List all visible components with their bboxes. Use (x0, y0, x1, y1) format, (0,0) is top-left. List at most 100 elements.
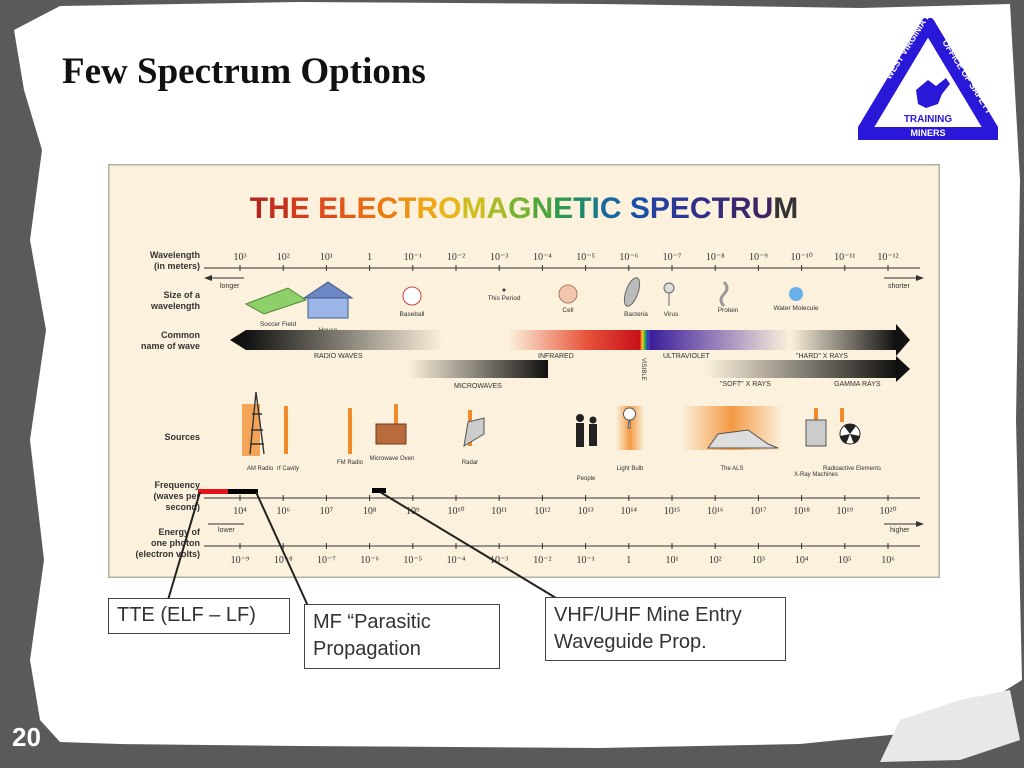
wavelength-tick-label: 10⁻¹ (404, 252, 422, 263)
energy-tick-label: 10⁻⁹ (231, 555, 250, 566)
logo-bottom-line1: TRAINING (904, 114, 953, 125)
virus-icon (663, 282, 675, 294)
soccer-field-icon (244, 287, 308, 315)
energy-tick-label: 10⁻⁸ (274, 555, 293, 566)
source-markers (242, 391, 861, 456)
bacteria-icon (623, 277, 641, 307)
row-label-energy: Energy of (158, 527, 201, 537)
label-ultraviolet: ULTRAVIOLET (663, 353, 711, 360)
spectrum-title-letter: E (356, 192, 376, 225)
frequency-tick-label: 10¹¹ (491, 506, 507, 517)
callout-vhf-line2: Waveguide Prop. (554, 631, 707, 653)
energy-tick-label: 1 (626, 555, 631, 566)
row-label-size: Size of a (163, 290, 201, 300)
energy-tick-label: 10³ (752, 555, 765, 566)
label-gamma-rays: GAMMA RAYS (834, 381, 881, 388)
energy-tick-label: 10⁴ (795, 555, 809, 566)
frequency-tick-label: 10⁹ (406, 506, 420, 517)
lower-label: lower (218, 527, 235, 534)
wavelength-tick-label: 10⁻¹⁰ (790, 252, 812, 263)
energy-tick-label: 10⁻⁵ (403, 555, 422, 566)
spectrum-title-letter: E (318, 192, 338, 225)
spectrum-title-letter: L (338, 192, 356, 225)
label-microwaves: MICROWAVES (454, 383, 502, 390)
spectrum-title-letter: E (670, 192, 690, 225)
house-icon (307, 297, 349, 319)
page-title: Few Spectrum Options (62, 51, 426, 92)
main-wave-band (230, 324, 910, 356)
source-label-the-als: The ALS (720, 466, 743, 472)
spectrum-title-letter: T (250, 192, 268, 225)
radio-tower-icon (249, 391, 265, 455)
spectrum-title-letter: M (773, 192, 798, 225)
spectrum-title-letter: E (553, 192, 573, 225)
higher-label: higher (890, 527, 910, 534)
energy-tick-label: 10⁻⁷ (317, 555, 336, 566)
people-icon (576, 414, 597, 447)
source-label-am-radio: AM Radio (247, 466, 274, 472)
row-label-sources: Sources (164, 432, 200, 442)
wavelength-tick-label: 10⁻⁴ (533, 252, 552, 263)
vhf-uhf-frequency-highlight (372, 488, 386, 493)
source-label-rf-cavity: rf Cavity (277, 466, 299, 472)
spectrum-title-letter: O (438, 192, 461, 225)
logo-bottom-line2: MINERS (910, 128, 945, 138)
callout-vhf-uhf: VHF/UHF Mine Entry Waveguide Prop. (545, 597, 786, 661)
label-radio-waves: RADIO WAVES (314, 353, 363, 360)
source-label-radar: Radar (462, 460, 478, 466)
infrared-band (508, 330, 640, 350)
row-label-common-name-2: name of wave (141, 341, 200, 351)
spectrum-title-letter: E (290, 192, 310, 225)
spectrum-title-letter: C (376, 192, 398, 225)
mf-frequency-highlight (228, 489, 258, 494)
spectrum-title-letter: P (650, 192, 670, 225)
wavelength-tick-label: 10⁻⁸ (706, 252, 725, 263)
row-label-size-2: wavelength (150, 301, 200, 311)
size-label-baseball: Baseball (400, 311, 425, 318)
row-label-common-name: Common (161, 330, 200, 340)
frequency-tick-label: 10¹³ (578, 506, 594, 517)
energy-tick-label: 10¹ (666, 555, 679, 566)
wv-health-safety-logo: WEST VIRGINIA HEALTH OFFICE OF SAFETY TR… (858, 18, 998, 140)
spectrum-title-letter: S (630, 192, 650, 225)
size-label-soccer-field: Soccer Field (260, 321, 297, 328)
row-label-energy-3: (electron volts) (135, 549, 200, 559)
row-label-energy-2: one photon (151, 538, 200, 548)
spectrum-title-letter (622, 192, 630, 225)
spectrum-title-letter: T (573, 192, 591, 225)
als-building-icon (707, 429, 779, 449)
frequency-tick-label: 10¹⁹ (837, 506, 854, 517)
row-label-frequency: Frequency (154, 480, 200, 490)
spectrum-title: THE ELECTROMAGNETIC SPECTRUM (250, 192, 799, 225)
frequency-tick-label: 10¹⁶ (707, 506, 724, 517)
spectrum-title-letter: I (592, 192, 600, 225)
wavelength-tick-label: 10⁻⁷ (663, 252, 682, 263)
source-label-fm-radio: FM Radio (337, 460, 364, 466)
size-object-icons (244, 277, 803, 319)
spectrum-title-letter: C (690, 192, 712, 225)
wavelength-tick-label: 10⁻³ (490, 252, 508, 263)
xray-machine-icon (805, 419, 827, 447)
radio-band (246, 330, 508, 350)
shorter-label: shorter (888, 283, 910, 290)
frequency-tick-label: 10²⁰ (879, 506, 896, 517)
frequency-tick-label: 10¹⁵ (664, 506, 680, 517)
callout-mf-line2: Propagation (313, 638, 421, 660)
row-label-frequency-2: (waves per (153, 491, 200, 501)
wavelength-tick-label: 10¹ (320, 252, 333, 263)
source-label-people: People (577, 476, 596, 482)
energy-tick-label: 10⁻⁶ (360, 555, 379, 566)
frequency-tick-label: 10⁷ (320, 506, 334, 517)
label-hard-xrays: "HARD" X RAYS (796, 353, 848, 360)
frequency-tick-label: 10¹⁰ (447, 506, 464, 517)
spectrum-title-letter: M (461, 192, 486, 225)
size-label-bacteria: Bacteria (624, 311, 648, 318)
spectrum-title-letter: R (416, 192, 438, 225)
spectrum-title-letter: T (398, 192, 416, 225)
hard-xray-band (790, 330, 896, 350)
source-label-radioactive-elements: Radioactive Elements (823, 466, 881, 472)
spectrum-title-letter: A (486, 192, 508, 225)
energy-tick-label: 10⁻² (533, 555, 551, 566)
row-label-wavelength-unit: (in meters) (154, 261, 200, 271)
